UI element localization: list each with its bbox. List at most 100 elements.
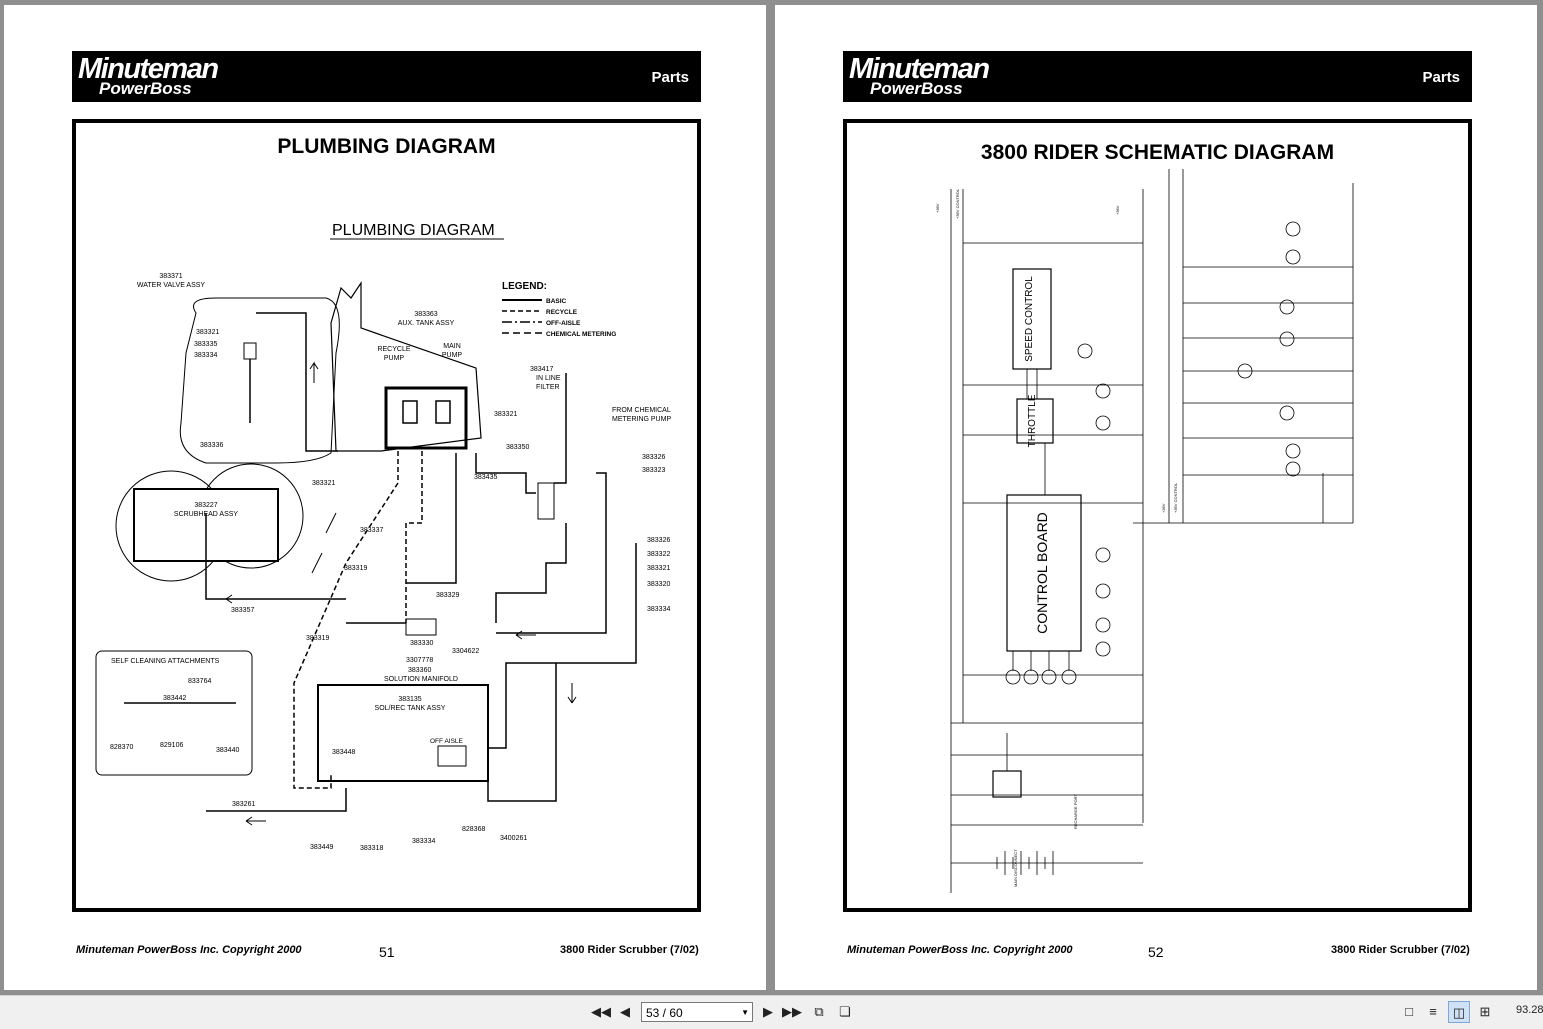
section-label: Parts: [1422, 69, 1460, 86]
label-383330: 383330: [410, 640, 433, 647]
page-header: Minuteman PowerBoss Parts: [843, 51, 1472, 102]
zoom-level[interactable]: 93.28: [1516, 1004, 1543, 1016]
label-383321c: 383321: [312, 480, 335, 487]
label-383227: 383227: [194, 502, 217, 509]
two-page-icon[interactable]: ◫: [1448, 1001, 1470, 1023]
label-383322: 383322: [647, 551, 670, 558]
footer-model: 3800 Rider Scrubber (7/02): [1331, 944, 1470, 956]
label-383336: 383336: [200, 442, 223, 449]
svg-text:RECHARGE PORT: RECHARGE PORT: [1073, 794, 1078, 829]
label-383321d: 383321: [647, 565, 670, 572]
diagram-frame: PLUMBING DIAGRAM PLUMBING DIAGRAM LEGEND…: [72, 119, 701, 912]
label-383357: 383357: [231, 607, 254, 614]
svg-text:+36V CONTROL: +36V CONTROL: [955, 188, 960, 219]
rotate-icon[interactable]: ⧉: [814, 1004, 824, 1019]
label-383335: 383335: [194, 341, 217, 348]
label-383320: 383320: [647, 581, 670, 588]
footer-copyright: Minuteman PowerBoss Inc. Copyright 2000: [847, 944, 1073, 956]
label-filter1: IN LINE: [536, 375, 561, 382]
brand-logo: Minuteman: [78, 53, 219, 85]
page-number: 52: [1148, 944, 1164, 960]
label-383360: 383360: [408, 667, 431, 674]
page-indicator-input[interactable]: 53 / 60 ▼: [641, 1002, 753, 1022]
svg-text:+36V CONTROL: +36V CONTROL: [1173, 482, 1178, 513]
control-board-label: CONTROL BOARD: [1034, 512, 1050, 634]
label-water-valve: WATER VALVE ASSY: [137, 282, 206, 289]
next-page-icon[interactable]: ▶: [763, 1004, 773, 1019]
label-383323: 383323: [642, 467, 665, 474]
page-number: 51: [379, 944, 395, 960]
page-title: PLUMBING DIAGRAM: [277, 135, 496, 158]
label-main-pump2: PUMP: [442, 352, 463, 359]
label-3307778: 3307778: [406, 657, 433, 664]
brand-sublogo: PowerBoss: [99, 79, 192, 98]
label-recycle-pump2: PUMP: [384, 355, 405, 362]
continuous-icon[interactable]: ≡: [1429, 1004, 1437, 1019]
copy-icon[interactable]: ❏: [839, 1004, 851, 1019]
legend-title: LEGEND:: [502, 281, 547, 292]
schematic-diagram: +36V +36V CONTROL +36V +36V +36V CONTROL…: [935, 169, 1354, 893]
label-chem1: FROM CHEMICAL: [612, 407, 671, 414]
legend-basic: BASIC: [546, 298, 567, 305]
label-tank: SOL/REC TANK ASSY: [375, 705, 446, 712]
brand-logo: Minuteman: [849, 53, 990, 85]
label-off-aisle: OFF AISLE: [430, 738, 464, 745]
schematic-frame: 3800 RIDER SCHEMATIC DIAGRAM: [843, 119, 1472, 912]
legend-recycle: RECYCLE: [546, 309, 578, 316]
document-viewer[interactable]: Minuteman PowerBoss Parts PLUMBING DIAGR…: [0, 0, 1543, 995]
label-383326b: 383326: [647, 537, 670, 544]
prev-page-icon[interactable]: ◀: [620, 1004, 630, 1019]
label-manifold: SOLUTION MANIFOLD: [384, 676, 458, 683]
chevron-down-icon[interactable]: ▼: [741, 1008, 749, 1017]
svg-text:+36V: +36V: [935, 203, 940, 213]
label-383334a: 383334: [194, 352, 217, 359]
label-383440: 383440: [216, 747, 239, 754]
fit-icon[interactable]: ⊞: [1479, 1004, 1491, 1019]
label-3304622: 3304622: [452, 648, 479, 655]
footer-model: 3800 Rider Scrubber (7/02): [560, 944, 699, 956]
page-51: Minuteman PowerBoss Parts PLUMBING DIAGR…: [4, 5, 766, 990]
speed-control-label: SPEED CONTROL: [1024, 276, 1035, 362]
plumbing-diagram: PLUMBING DIAGRAM LEGEND: BASIC RECYCLE O…: [95, 222, 671, 852]
label-383318: 383318: [360, 845, 383, 852]
label-383135: 383135: [398, 696, 421, 703]
label-recycle-pump: RECYCLE: [377, 346, 410, 353]
label-383337: 383337: [360, 527, 383, 534]
single-page-icon[interactable]: □: [1405, 1004, 1413, 1019]
page-52: Minuteman PowerBoss Parts 3800 RIDER SCH…: [775, 5, 1537, 990]
last-page-icon[interactable]: ▶▶: [782, 1004, 802, 1019]
label-self-cleaning: SELF CLEANING ATTACHMENTS: [111, 658, 220, 665]
brand-sublogo: PowerBoss: [870, 79, 963, 98]
page-title: 3800 RIDER SCHEMATIC DIAGRAM: [980, 141, 1335, 164]
label-383448: 383448: [332, 749, 355, 756]
label-383350: 383350: [506, 444, 529, 451]
label-383329: 383329: [436, 592, 459, 599]
svg-text:MAIN DISCONNECT: MAIN DISCONNECT: [1013, 849, 1018, 887]
page-indicator: 53 / 60: [646, 1006, 683, 1020]
label-383435: 383435: [474, 474, 497, 481]
label-383363: 383363: [414, 311, 437, 318]
footer-copyright: Minuteman PowerBoss Inc. Copyright 2000: [76, 944, 302, 956]
page-header: Minuteman PowerBoss Parts: [72, 51, 701, 102]
label-383442: 383442: [163, 695, 186, 702]
svg-text:+36V: +36V: [1161, 503, 1166, 513]
throttle-label: THROTTLE: [1027, 394, 1038, 447]
label-829106: 829106: [160, 742, 183, 749]
label-383334c: 383334: [412, 838, 435, 845]
label-383319b: 383319: [306, 635, 329, 642]
label-383334b: 383334: [647, 606, 670, 613]
label-383417: 383417: [530, 366, 553, 373]
label-383371: 383371: [159, 273, 182, 280]
label-chem2: METERING PUMP: [612, 416, 671, 423]
label-383321a: 383321: [196, 329, 219, 336]
diagram-subtitle: PLUMBING DIAGRAM: [332, 222, 495, 239]
viewer-toolbar: ◀◀ ◀ 53 / 60 ▼ ▶ ▶▶ ⧉ ❏ □ ≡ ◫ ⊞ 93.28: [0, 995, 1543, 1029]
label-3400261: 3400261: [500, 835, 527, 842]
label-383449: 383449: [310, 844, 333, 851]
label-aux-tank: AUX. TANK ASSY: [398, 320, 455, 327]
legend-off-aisle: OFF-AISLE: [546, 320, 581, 327]
label-383319a: 383319: [344, 565, 367, 572]
first-page-icon[interactable]: ◀◀: [591, 1004, 611, 1019]
label-833764: 833764: [188, 678, 211, 685]
label-filter2: FILTER: [536, 384, 560, 391]
